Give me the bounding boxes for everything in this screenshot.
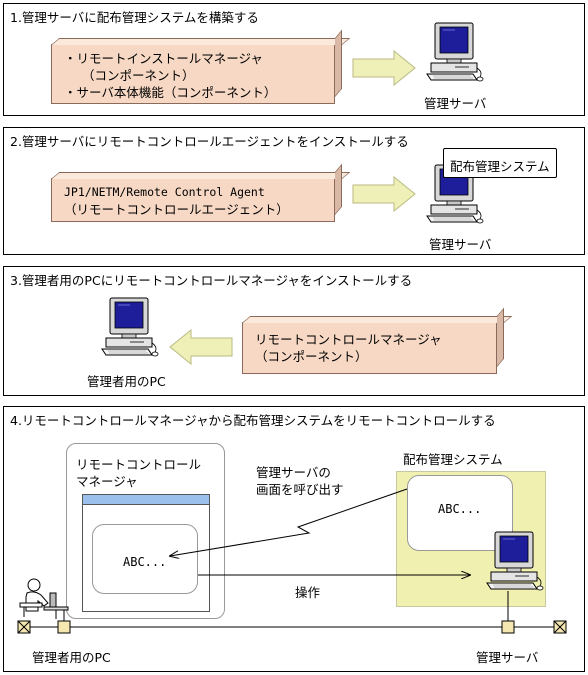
server-computer-icon: [425, 22, 485, 84]
server-label: 管理サーバ: [476, 650, 539, 665]
step3-title: 3.管理者用のPCにリモートコントロールマネージャをインストールする: [10, 273, 413, 288]
distribution-system-label: 配布管理システム: [403, 452, 503, 467]
admin-pc-icon: [100, 297, 160, 359]
terminator-right-icon: [553, 620, 567, 634]
remote-screen-left: ABC...: [92, 524, 198, 594]
arrow-right-icon: [352, 176, 416, 212]
manager-label-line-1: リモートコントロール: [76, 457, 202, 472]
screen-text-left: ABC...: [123, 555, 167, 569]
callout-label: 配布管理システム: [450, 159, 550, 174]
arrow-left-icon: [169, 329, 233, 365]
manager-box-line-2: （コンポーネント）: [255, 349, 368, 364]
step2-title: 2.管理サーバにリモートコントロールエージェントをインストールする: [10, 134, 409, 149]
remote-screen-right: ABC...: [407, 475, 513, 551]
step4-panel: 4.リモートコントロールマネージャから配布管理システムをリモートコントロールする…: [3, 406, 585, 672]
manager-box-line-1: リモートコントロールマネージャ: [255, 332, 442, 347]
window-title-bar: [83, 495, 209, 505]
connector-lines: [17, 488, 567, 634]
step1-panel: 1.管理サーバに配布管理システムを構築する ・リモートインストールマネージャ （…: [3, 3, 585, 116]
operate-label: 操作: [295, 585, 321, 600]
call-label-line-2: 画面を呼び出す: [256, 482, 344, 497]
server-label: 管理サーバ: [424, 96, 487, 111]
call-label-line-1: 管理サーバの: [256, 465, 331, 480]
manager-window: ABC...: [82, 494, 210, 612]
terminator-left-icon: [17, 620, 31, 634]
admin-user-icon: [19, 578, 69, 619]
distribution-system-callout: 配布管理システム: [443, 148, 557, 178]
box-line-2: （コンポーネント）: [82, 68, 195, 83]
remote-control-manager-box: リモートコントロールマネージャ （コンポーネント）: [242, 322, 497, 374]
server-label: 管理サーバ: [429, 237, 492, 252]
admin-pc-label: 管理者用のPC: [32, 650, 111, 665]
remote-control-agent-box: JP1/NETM/Remote Control Agent （リモートコントロー…: [51, 178, 335, 222]
screen-call-arrow: [170, 488, 408, 556]
agent-component-name: （リモートコントロールエージェント）: [64, 202, 289, 217]
server-node-icon: [501, 620, 515, 634]
manager-label-line-2: マネージャ: [76, 474, 138, 489]
step4-title: 4.リモートコントロールマネージャから配布管理システムをリモートコントロールする: [10, 413, 496, 428]
box-line-1: ・リモートインストールマネージャ: [64, 51, 263, 66]
step1-title: 1.管理サーバに配布管理システムを構築する: [10, 10, 259, 25]
step2-panel: 2.管理サーバにリモートコントロールエージェントをインストールする JP1/NE…: [3, 127, 585, 255]
admin-node-icon: [57, 620, 71, 634]
arrow-right-icon: [352, 50, 416, 86]
agent-product-name: JP1/NETM/Remote Control Agent: [64, 185, 265, 199]
box-line-3: ・サーバ本体機能（コンポーネント）: [64, 85, 277, 100]
screen-text-right: ABC...: [438, 502, 482, 516]
server-components-box: ・リモートインストールマネージャ （コンポーネント） ・サーバ本体機能（コンポー…: [51, 44, 335, 104]
admin-pc-label: 管理者用のPC: [87, 374, 166, 389]
step3-panel: 3.管理者用のPCにリモートコントロールマネージャをインストールする 管理者用の…: [3, 266, 585, 396]
